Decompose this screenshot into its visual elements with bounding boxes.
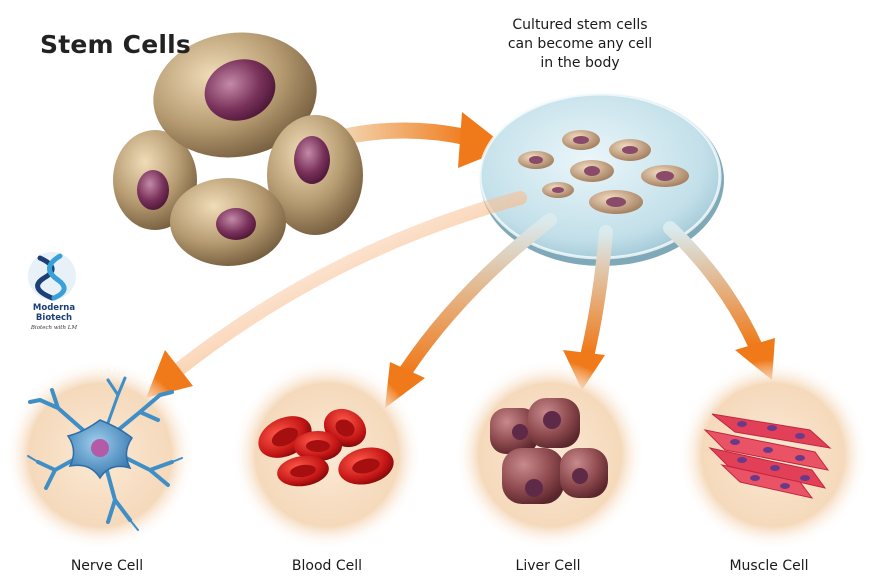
muscle-fiber [720, 464, 814, 499]
blood-cell-label: Blood Cell [291, 558, 363, 574]
muscle-nuclei [730, 421, 810, 489]
hepatocyte [528, 398, 580, 448]
red-blood-cell [294, 431, 342, 461]
nerve-cell-illustration [27, 376, 183, 531]
arrow-to-muscle-cell [663, 221, 775, 380]
red-blood-cell [277, 455, 329, 487]
logo-brand: Moderna Biotech [32, 303, 76, 323]
blood-cell-illustration [258, 408, 394, 487]
stem-cell [170, 178, 286, 266]
liver-cell-label: Liver Cell [515, 558, 581, 574]
logo: Moderna Biotech Biotech with LM [14, 303, 94, 333]
page-title: Stem Cells [40, 30, 191, 59]
dish-caption: Cultured stem cells can become any cell … [470, 16, 690, 73]
hepatocyte [560, 448, 608, 498]
caption-line: in the body [540, 55, 620, 71]
stem-cell [153, 32, 317, 158]
cultured-cells [518, 130, 689, 214]
stem-cell-cluster [113, 32, 363, 266]
stem-cell [267, 115, 363, 235]
nerve-cell-label: Nerve Cell [70, 558, 144, 574]
red-blood-cell [338, 447, 394, 485]
hepatocyte [502, 448, 564, 504]
hepatocyte [490, 408, 538, 454]
liver-cell-illustration [490, 398, 608, 504]
logo-tagline: Biotech with LM [30, 325, 78, 331]
caption-line: Cultured stem cells [512, 17, 648, 33]
muscle-cell-label: Muscle Cell [729, 558, 809, 574]
nerve-cell-nucleus [91, 439, 109, 457]
caption-line: can become any cell [507, 36, 653, 52]
muscle-cell-illustration [703, 413, 832, 499]
dna-helix-icon [28, 252, 76, 301]
